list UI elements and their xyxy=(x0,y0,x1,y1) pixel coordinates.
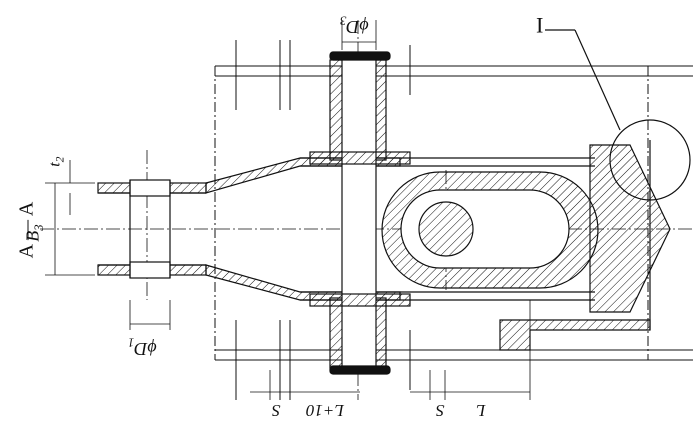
t2-label: t2 xyxy=(46,156,67,167)
d3-label: ϕD3 xyxy=(340,13,369,38)
t2-subscript: 2 xyxy=(54,156,67,163)
s-left-label: S xyxy=(272,401,281,420)
wedge-block xyxy=(499,29,691,351)
slotted-link xyxy=(381,171,599,289)
d1-label: ϕD1 xyxy=(128,335,157,360)
b3-symbol: B xyxy=(22,230,43,242)
b3-label: B3 xyxy=(22,224,47,242)
l-plus-10-label: L+10 xyxy=(306,401,344,420)
dimension-lines xyxy=(45,20,531,400)
d1-symbol: ϕD xyxy=(134,339,157,360)
l-right-label: L xyxy=(476,401,486,420)
t2-symbol: t xyxy=(46,162,64,167)
vertical-pin xyxy=(309,51,411,375)
clevis-end xyxy=(97,179,207,279)
b3-subscript: 3 xyxy=(32,224,47,231)
d1-subscript: 1 xyxy=(128,335,135,350)
detail-label: I xyxy=(536,13,544,38)
s-right-label: S xyxy=(436,401,445,420)
d3-symbol: ϕD xyxy=(346,17,369,38)
d3-subscript: 3 xyxy=(340,13,347,28)
